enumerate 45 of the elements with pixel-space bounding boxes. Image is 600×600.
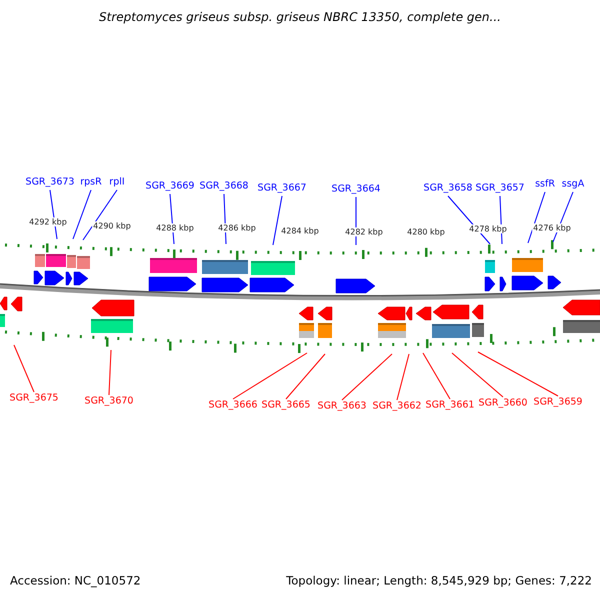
gene-label: ssgA (562, 180, 584, 190)
gene-label: SGR_3667 (258, 184, 306, 194)
leader-line (232, 352, 308, 400)
gene-label: SGR_3660 (478, 398, 528, 410)
map-title: Streptomyces griseus subsp. griseus NBRC 13350, complete gen... (99, 11, 501, 25)
leader-line (478, 352, 558, 396)
summary-text: Topology: linear; Length: 8,545,929 bp; Genes: 7,222 (286, 574, 592, 588)
position-label: 4276 kbp (532, 223, 572, 233)
gene-label: SGR_3663 (318, 402, 366, 412)
leader-line (72, 190, 92, 240)
gene-label: rpsR (80, 178, 102, 188)
position-label: 4278 kbp (468, 224, 508, 234)
gene-label: SGR_3661 (426, 400, 474, 412)
gene-label: SGR_3675 (10, 394, 58, 404)
leader-line (528, 192, 546, 244)
gene-label: SGR_3664 (332, 184, 380, 196)
gene-label: SGR_3666 (208, 400, 258, 412)
gene-label: SGR_3659 (534, 398, 582, 408)
leader-line (272, 196, 282, 246)
gene-label: SGR_3658 (424, 184, 472, 194)
gene-label: SGR_3665 (262, 400, 310, 412)
position-label: 4286 kbp (217, 223, 257, 233)
leader-line (452, 352, 504, 398)
gene-label: SGR_3673 (26, 178, 74, 188)
gene-label: SGR_3662 (372, 402, 422, 412)
position-label: 4288 kbp (155, 223, 195, 233)
gene-label: SGR_3668 (200, 182, 248, 192)
leader-line (396, 354, 410, 400)
leader-line (286, 354, 326, 400)
leader-line (422, 352, 450, 400)
position-label: 4280 kbp (406, 227, 446, 237)
leader-line (342, 354, 392, 400)
position-label: 4282 kbp (344, 227, 384, 237)
gene-label: SGR_3670 (84, 396, 134, 408)
leader-line (82, 190, 118, 240)
gene-label: ssfR (535, 180, 555, 190)
gene-label: SGR_3657 (476, 184, 524, 194)
position-label: 4284 kbp (280, 226, 320, 236)
leader-line (108, 350, 112, 396)
leader-line (14, 344, 34, 392)
gene-label: rplI (109, 178, 125, 188)
accession-text: Accession: NC_010572 (10, 574, 141, 588)
position-label: 4290 kbp (92, 221, 132, 231)
position-label: 4292 kbp (28, 217, 68, 227)
gene-label: SGR_3669 (146, 182, 194, 192)
